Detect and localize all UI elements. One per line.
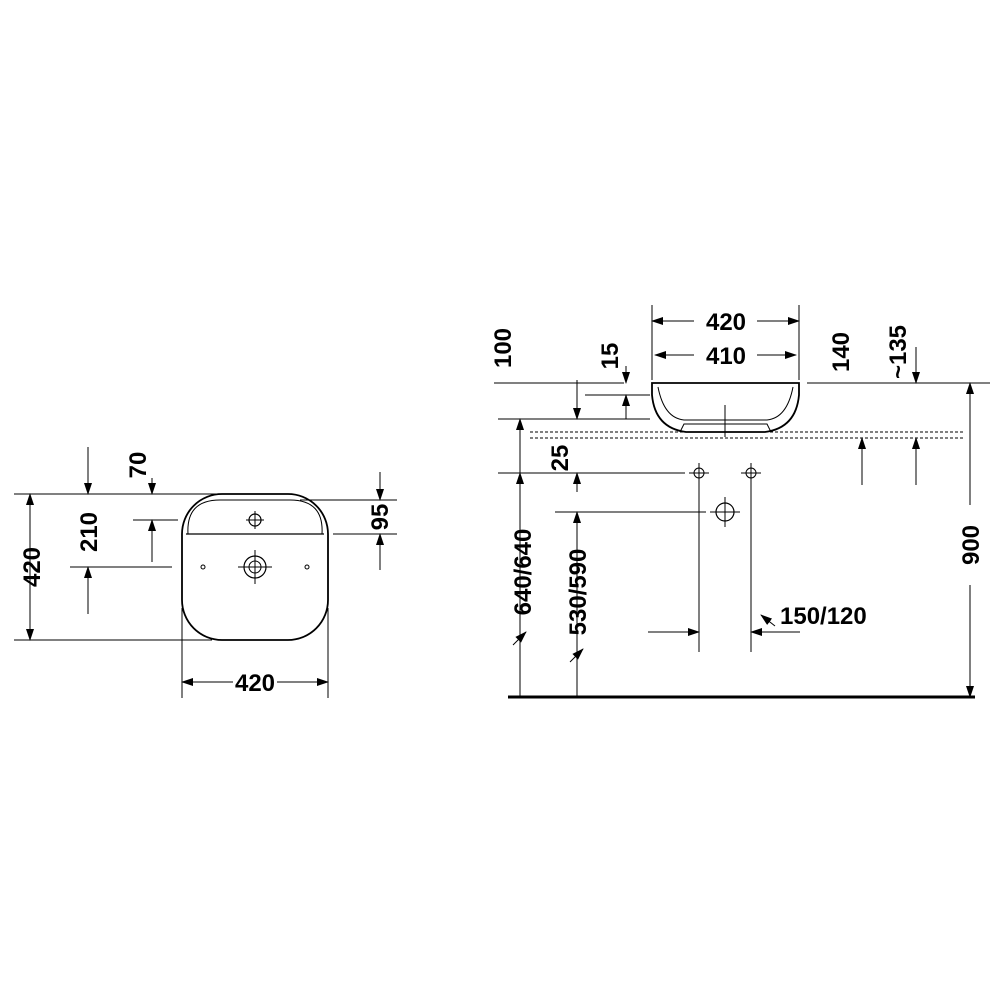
inner-width-label: 410: [706, 343, 746, 370]
drain-connection-icon: [710, 497, 740, 527]
overflow-depth-label: 210: [76, 512, 103, 552]
water-connection-left-icon: [689, 463, 709, 483]
front-offset-label: 70: [125, 452, 152, 479]
tap-hole-offset-label: 95: [367, 504, 394, 531]
drain-icon: [238, 550, 272, 584]
height-135-label: ~135: [885, 325, 912, 379]
overflow-curve: [187, 499, 323, 535]
plan-view: 420 210 70 95 420: [14, 447, 397, 698]
offset-25-label: 25: [547, 445, 574, 472]
elevation-width-label: 420: [706, 309, 746, 336]
spacing-150-label: 150/120: [780, 603, 867, 630]
rim-15-label: 15: [597, 343, 624, 370]
tap-hole-icon: [246, 511, 264, 529]
offset-140-label: 140: [828, 332, 855, 372]
water-connection-right-icon: [741, 463, 761, 483]
elevation-view: 420 410 100 15 25 140 ~135 900 640/640 5…: [490, 305, 990, 699]
height-900-label: 900: [958, 525, 985, 565]
offset-100-label: 100: [490, 328, 517, 368]
plan-width-label: 420: [235, 670, 275, 697]
height-530-label: 530/590: [565, 549, 592, 636]
plan-depth-label: 420: [19, 547, 46, 587]
height-640-label: 640/640: [510, 529, 537, 616]
fixing-hole-right-icon: [304, 564, 310, 570]
fixing-hole-left-icon: [200, 564, 206, 570]
